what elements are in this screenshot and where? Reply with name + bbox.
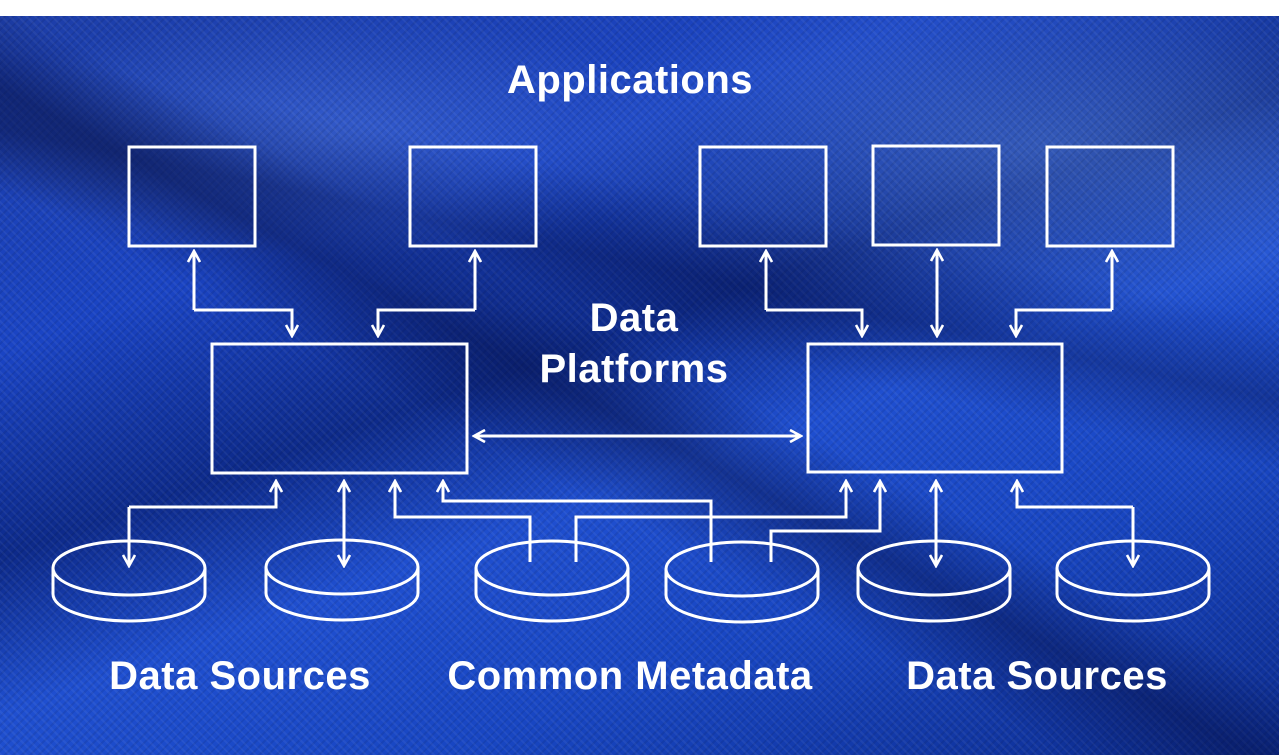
- connector-metadata1-platform-left: [395, 481, 532, 562]
- application-box-3: [698, 145, 828, 248]
- data-sources-right-label: Data Sources: [906, 654, 1168, 698]
- diagram-slide: Applications Data Platforms Data Sources…: [0, 16, 1279, 755]
- metadata-cylinder-2: [664, 540, 820, 624]
- connector-app1-platform-left-down: [194, 308, 292, 336]
- connector-app5-platform-right-down: [1016, 308, 1112, 336]
- data-sources-left-label: Data Sources: [109, 654, 371, 698]
- metadata-cylinder-1: [474, 539, 630, 623]
- connector-source4-platform-right-up: [1017, 481, 1133, 509]
- application-box-4: [871, 144, 1001, 247]
- application-box-1: [127, 145, 257, 248]
- data-platform-box-left: [210, 342, 469, 475]
- data-platforms-heading-line1: Data: [589, 296, 679, 340]
- application-box-5: [1045, 145, 1175, 248]
- data-source-cylinder-3: [856, 539, 1012, 623]
- application-box-2: [408, 145, 538, 248]
- data-platform-box-right: [806, 342, 1064, 474]
- connector-metadata2-platform-left: [443, 481, 713, 562]
- connector-app2-platform-left-down: [378, 308, 475, 336]
- connector-source1-platform-left-up: [129, 481, 276, 509]
- connector-metadata1-platform-right: [574, 481, 846, 562]
- data-source-cylinder-2: [264, 538, 420, 622]
- architecture-diagram: [51, 144, 1211, 624]
- common-metadata-label: Common Metadata: [447, 654, 813, 698]
- applications-heading: Applications: [506, 58, 754, 102]
- connector-app3-platform-right-down: [766, 308, 862, 336]
- data-platforms-heading-line2: Platforms: [539, 347, 729, 391]
- connector-metadata2-platform-right: [769, 481, 880, 562]
